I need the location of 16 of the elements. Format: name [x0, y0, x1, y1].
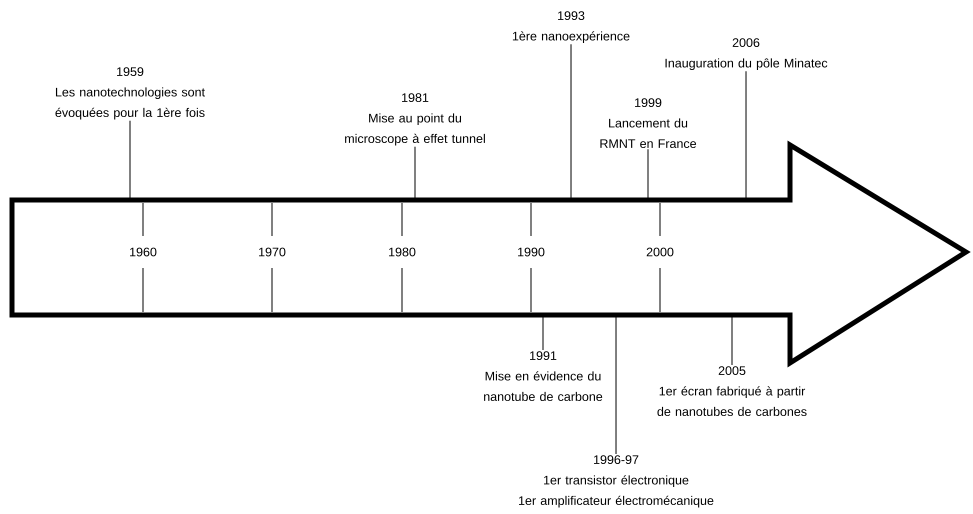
event-text: 1993 1ère nanoexpérience [512, 11, 630, 43]
event-text: 1981 Mise au point du microscope à effet tunnel [345, 93, 485, 146]
event-text: 2006 Inauguration du pôle Minatec [666, 38, 828, 70]
event-text: 1996-97 1er transistor électronique 1er amplificateur électromécanique [519, 455, 714, 508]
event-text: 1999 Lancement du RMNT en France [600, 98, 696, 148]
event-text: 2005 1er écran fabriqué à partir de nanotubes de carbones [657, 366, 807, 416]
leader-line [414, 146, 416, 200]
event-text: 1959 Les nanotechnologies sont évoquées pour la 1ère fois [56, 67, 205, 120]
leader-line [542, 314, 544, 350]
event-text: 1991 Mise en évidence du nanotube de carbone [484, 351, 602, 402]
year-label: 1990 [518, 248, 544, 256]
year-label: 2000 [646, 248, 674, 256]
year-label: 1960 [130, 248, 156, 256]
year-label: 1970 [259, 248, 286, 256]
year-label: 1980 [389, 248, 416, 256]
leader-line [570, 44, 572, 200]
